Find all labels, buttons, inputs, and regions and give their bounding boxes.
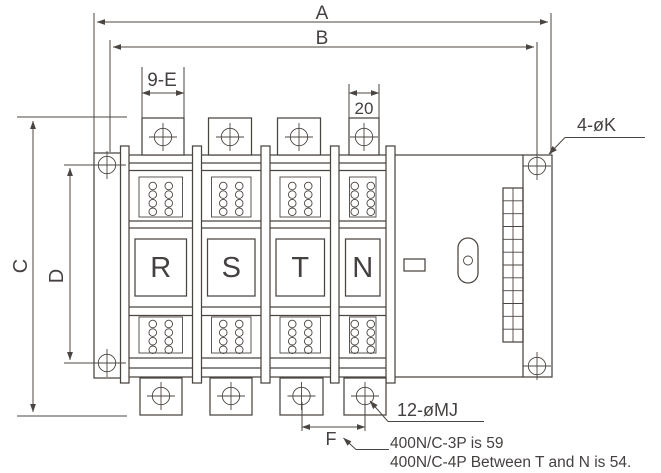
dimension-a: A <box>93 3 552 154</box>
dimension-b: B <box>109 28 538 154</box>
contact-dots <box>350 181 375 217</box>
mounting-hole-callout-label: 4-øK <box>577 115 616 135</box>
right-mounting-flange <box>522 154 553 378</box>
callout-terminal-holes: 12-øMJ <box>369 400 484 422</box>
contact-dots <box>148 319 174 355</box>
top-terminals <box>141 117 380 156</box>
dim-b-label: B <box>316 28 329 49</box>
device-body: R S T N <box>92 117 553 416</box>
pole-label-t: T <box>291 252 309 284</box>
pole-t: T <box>275 176 326 355</box>
contact-dots <box>218 319 244 355</box>
pole-r: R <box>134 176 188 355</box>
pole-label-box <box>134 238 188 297</box>
terminal-strip <box>502 187 524 343</box>
busbars <box>119 145 396 384</box>
dimension-c: C <box>10 116 127 417</box>
contact-dots <box>218 181 244 217</box>
dimension-d: D <box>46 164 126 364</box>
dimension-terminal-width: 9-E <box>141 67 185 118</box>
callout-mounting-holes: 4-øK <box>548 115 645 155</box>
pole-label-box <box>275 238 326 297</box>
bottom-terminals <box>139 377 387 416</box>
pole-label-r: R <box>150 252 171 284</box>
terminal-hole-callout-label: 12-øMJ <box>397 400 458 420</box>
dimension-neutral-width: 20 <box>348 84 380 118</box>
note-line-2: 400N/C-4P Between T and N is 54. <box>390 454 631 471</box>
pole-label-box <box>206 238 256 297</box>
note-line-1: 400N/C-3P is 59 <box>390 435 503 452</box>
dim-c-label: C <box>10 259 32 273</box>
pole-n: N <box>344 176 381 355</box>
pole-label-box <box>344 238 381 297</box>
pole-label-s: S <box>222 252 241 284</box>
terminal-width-label: 9-E <box>147 70 177 91</box>
contact-dots <box>350 319 375 355</box>
contact-dots <box>148 181 174 217</box>
dim-d-label: D <box>46 269 68 283</box>
contact-dots <box>288 319 313 355</box>
dimension-f: F <box>301 402 366 449</box>
neutral-width-label: 20 <box>355 99 374 118</box>
dim-a-label: A <box>316 3 329 24</box>
mechanism-window <box>403 258 426 272</box>
pole-s: S <box>206 176 256 355</box>
notes: 400N/C-3P is 59 400N/C-4P Between T and … <box>343 435 631 471</box>
handle-slot <box>457 237 479 284</box>
dim-f-label: F <box>326 429 337 449</box>
pole-label-n: N <box>352 252 373 284</box>
contact-dots <box>288 181 313 217</box>
